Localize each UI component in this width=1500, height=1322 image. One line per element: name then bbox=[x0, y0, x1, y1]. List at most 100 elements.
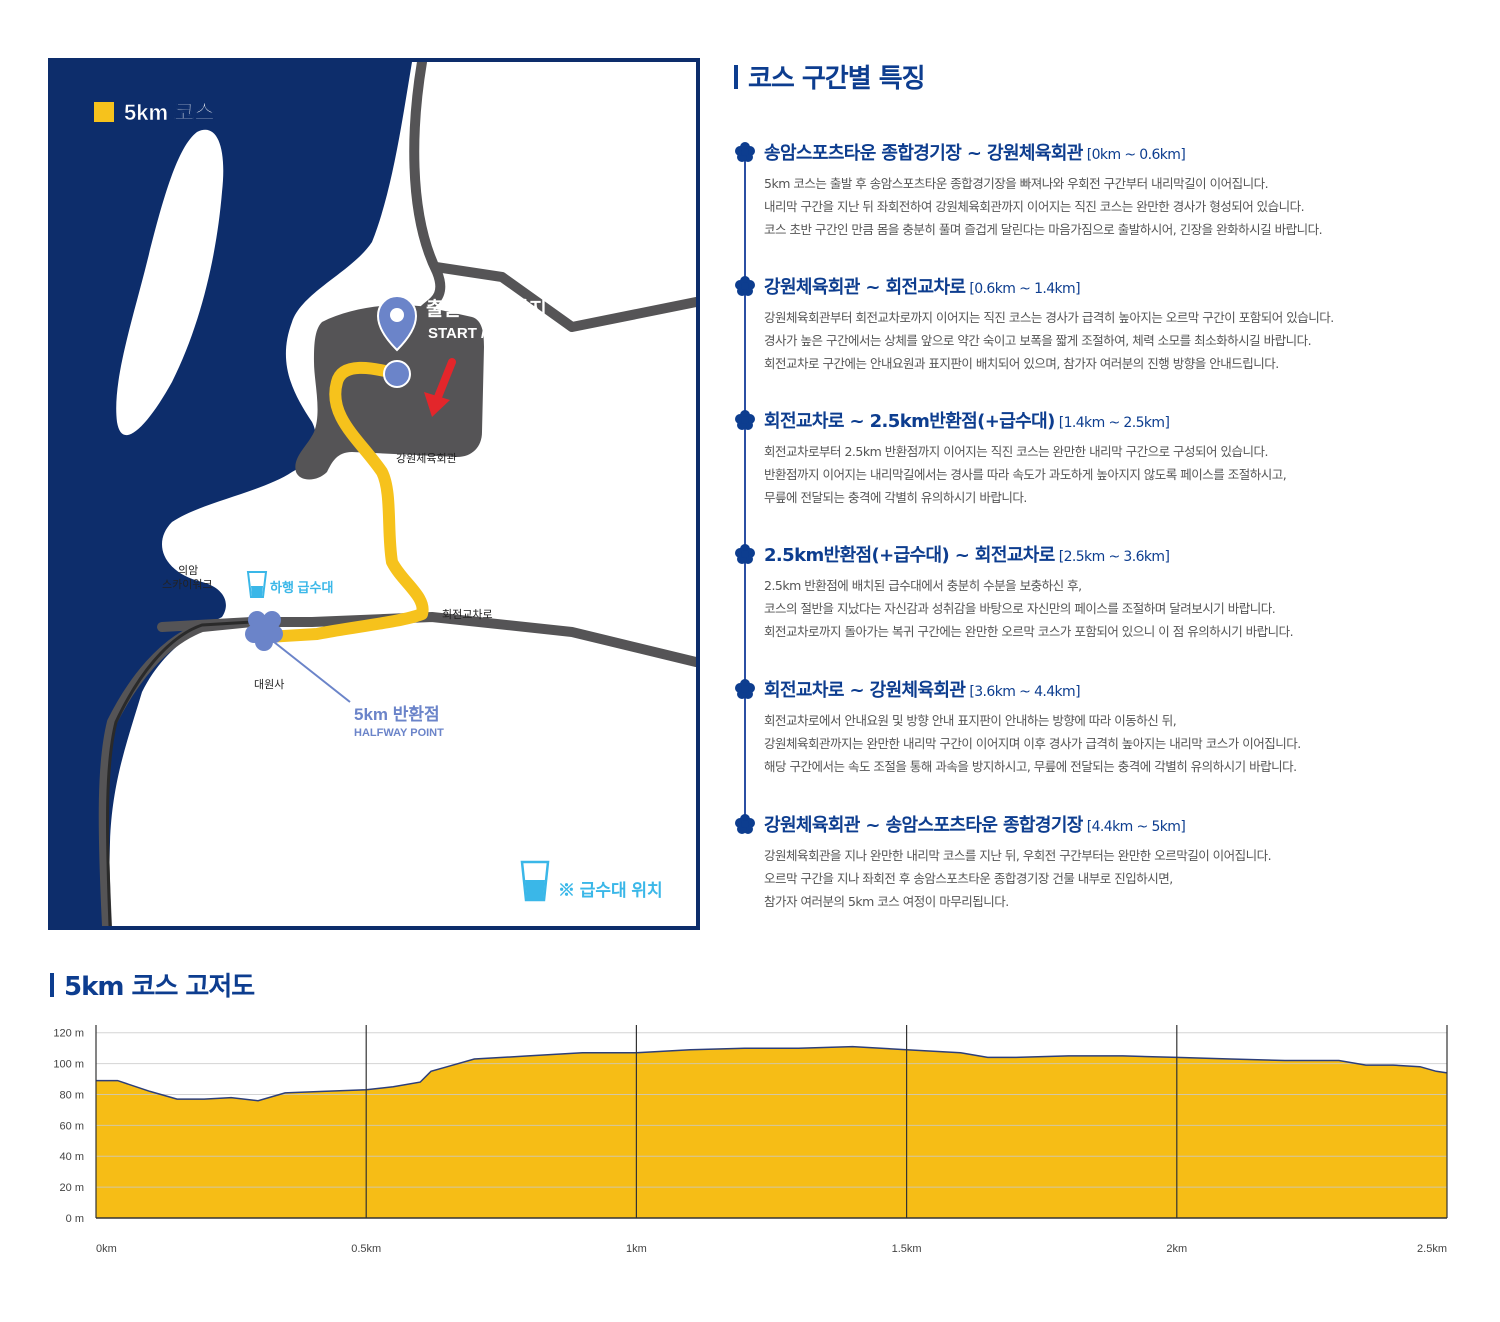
legend-square bbox=[94, 102, 114, 122]
course-route bbox=[261, 361, 429, 643]
segment-title: 송암스포츠타운 종합경기장 ~ 강원체육회관[0km ~ 0.6km] bbox=[764, 143, 1186, 164]
segment-description: 5km 코스는 출발 후 송암스포츠타운 종합경기장을 빠져나와 우회전 구간부… bbox=[764, 172, 1474, 241]
halfway-flower-icon bbox=[245, 611, 283, 651]
x-tick-label: 2km bbox=[1166, 1243, 1187, 1255]
y-tick-label: 120 m bbox=[53, 1028, 84, 1040]
segment-item: 회전교차로 ~ 2.5km반환점(+급수대)[1.4km ~ 2.5km] 회전교… bbox=[734, 406, 1474, 509]
place-daewonsa: 대원사 bbox=[254, 678, 284, 691]
segment-title: 회전교차로 ~ 강원체육회관[3.6km ~ 4.4km] bbox=[764, 680, 1081, 701]
halfway-label: 5km 반환점 bbox=[354, 705, 440, 724]
venue-block bbox=[295, 305, 484, 480]
y-tick-label: 20 m bbox=[60, 1182, 84, 1194]
segment-description-line: 5km 코스는 출발 후 송암스포츠타운 종합경기장을 빠져나와 우회전 구간부… bbox=[764, 176, 1269, 191]
water-station-label: 하행 급수대 bbox=[270, 580, 333, 595]
segment-description-line: 오르막 구간을 지나 좌회전 후 송암스포츠타운 종합경기장 건물 내부로 진입… bbox=[764, 871, 1173, 886]
segment-description-line: 강원체육회관까지는 완만한 내리막 구간이 이어지며 이후 경사가 급격히 높아… bbox=[764, 736, 1301, 751]
segment-description-line: 코스 초반 구간인 만큼 몸을 충분히 풀며 즐겁게 달린다는 마음가짐으로 출… bbox=[764, 222, 1323, 237]
segment-description-line: 무릎에 전달되는 충격에 각별히 유의하시기 바랍니다. bbox=[764, 490, 1027, 505]
flower-icon bbox=[735, 410, 755, 430]
map-canvas: 5km 코스 출발지 / 도착지 START / FINISH 강원체육회관 의… bbox=[52, 62, 696, 926]
place-skywalk-line2: 스카이워크 bbox=[162, 578, 213, 591]
place-skywalk-line1: 의암 bbox=[178, 564, 198, 577]
roads bbox=[98, 62, 696, 926]
timeline-line bbox=[744, 150, 746, 830]
flower-icon bbox=[735, 276, 755, 296]
elevation-line bbox=[96, 1045, 1448, 1102]
halfway-label-en: HALFWAY POINT bbox=[354, 727, 444, 739]
segment-range: [0km ~ 0.6km] bbox=[1086, 147, 1186, 163]
segment-title: 회전교차로 ~ 2.5km반환점(+급수대)[1.4km ~ 2.5km] bbox=[764, 411, 1170, 432]
segment-description-line: 강원체육회관부터 회전교차로까지 이어지는 직진 코스는 경사가 급격히 높아지… bbox=[764, 310, 1334, 325]
segment-header: 2.5km반환점(+급수대) ~ 회전교차로[2.5km ~ 3.6km] bbox=[734, 540, 1474, 568]
x-tick-label: 0.5km bbox=[351, 1243, 381, 1255]
segment-item: 회전교차로 ~ 강원체육회관[3.6km ~ 4.4km] 회전교차로에서 안내요… bbox=[734, 675, 1474, 778]
halfway-leader-line bbox=[273, 641, 351, 703]
segment-header: 회전교차로 ~ 2.5km반환점(+급수대)[1.4km ~ 2.5km] bbox=[734, 406, 1474, 434]
x-tick-label: 0km bbox=[96, 1243, 117, 1255]
start-label-en: START / FINISH bbox=[428, 325, 539, 342]
segment-description: 회전교차로에서 안내요원 및 방향 안내 표지판이 안내하는 방향에 따라 이동… bbox=[764, 709, 1474, 778]
y-tick-label: 80 m bbox=[60, 1089, 84, 1101]
flower-icon bbox=[735, 679, 755, 699]
segment-header: 송암스포츠타운 종합경기장 ~ 강원체육회관[0km ~ 0.6km] bbox=[734, 138, 1474, 166]
segment-description-line: 강원체육회관을 지나 완만한 내리막 코스를 지난 뒤, 우회전 구간부터는 완… bbox=[764, 848, 1272, 863]
segment-range: [1.4km ~ 2.5km] bbox=[1058, 415, 1170, 431]
river-area bbox=[52, 62, 412, 926]
segment-description-line: 2.5km 반환점에 배치된 급수대에서 충분히 수분을 보충하신 후, bbox=[764, 578, 1082, 593]
segment-description-line: 회전교차로 구간에는 안내요원과 표지판이 배치되어 있으며, 참가자 여러분의… bbox=[764, 356, 1279, 371]
segment-item: 강원체육회관 ~ 송암스포츠타운 종합경기장[4.4km ~ 5km] 강원체육회… bbox=[734, 810, 1474, 913]
x-tick-label: 1km bbox=[626, 1243, 647, 1255]
road-outline bbox=[106, 620, 253, 926]
segment-header: 강원체육회관 ~ 회전교차로[0.6km ~ 1.4km] bbox=[734, 272, 1474, 300]
x-tick-label: 2.5km bbox=[1417, 1243, 1447, 1255]
segment-range: [4.4km ~ 5km] bbox=[1086, 819, 1186, 835]
segment-description: 회전교차로부터 2.5km 반환점까지 이어지는 직진 코스는 완만한 내리막 … bbox=[764, 440, 1474, 509]
segment-header: 강원체육회관 ~ 송암스포츠타운 종합경기장[4.4km ~ 5km] bbox=[734, 810, 1474, 838]
segment-header: 회전교차로 ~ 강원체육회관[3.6km ~ 4.4km] bbox=[734, 675, 1474, 703]
segment-description-line: 내리막 구간을 지난 뒤 좌회전하여 강원체육회관까지 이어지는 직진 코스는 … bbox=[764, 199, 1305, 214]
segment-description-line: 경사가 높은 구간에서는 상체를 앞으로 약간 숙이고 보폭을 짧게 조절하여,… bbox=[764, 333, 1312, 348]
segment-item: 강원체육회관 ~ 회전교차로[0.6km ~ 1.4km] 강원체육회관부터 회전… bbox=[734, 272, 1474, 375]
segment-description-line: 회전교차로에서 안내요원 및 방향 안내 표지판이 안내하는 방향에 따라 이동… bbox=[764, 713, 1177, 728]
water-cup-icon bbox=[246, 571, 268, 598]
elevation-area bbox=[96, 1046, 1447, 1218]
start-point bbox=[383, 360, 411, 388]
flower-icon bbox=[735, 544, 755, 564]
title-bar bbox=[50, 972, 54, 997]
segment-item: 2.5km반환점(+급수대) ~ 회전교차로[2.5km ~ 3.6km] 2.5… bbox=[734, 540, 1474, 643]
y-tick-label: 0 m bbox=[66, 1213, 84, 1225]
place-roundabout: 회전교차로 bbox=[442, 608, 493, 621]
flower-icon bbox=[735, 142, 755, 162]
segment-description-line: 반환점까지 이어지는 내리막길에서는 경사를 따라 속도가 과도하게 높아지지 … bbox=[764, 467, 1287, 482]
features-title-text: 코스 구간별 특징 bbox=[748, 64, 926, 94]
location-pin-icon bbox=[376, 294, 418, 352]
x-tick-label: 1.5km bbox=[892, 1243, 922, 1255]
water-legend-label: ※ 급수대 위치 bbox=[558, 881, 663, 900]
segment-description-line: 회전교차로까지 돌아가는 복귀 구간에는 완만한 오르막 코스가 포함되어 있으… bbox=[764, 624, 1294, 639]
legend-label: 5km 코스 bbox=[124, 100, 215, 125]
course-map[interactable]: 5km 코스 출발지 / 도착지 START / FINISH 강원체육회관 의… bbox=[48, 58, 700, 930]
segment-description: 2.5km 반환점에 배치된 급수대에서 충분히 수분을 보충하신 후, 코스의 … bbox=[764, 574, 1474, 643]
place-gangwon-gym: 강원체육회관 bbox=[396, 452, 457, 465]
y-tick-label: 40 m bbox=[60, 1151, 84, 1163]
elevation-title: 5km 코스 고저도 bbox=[50, 966, 255, 1003]
segment-title: 강원체육회관 ~ 회전교차로[0.6km ~ 1.4km] bbox=[764, 277, 1081, 298]
segment-description-line: 회전교차로부터 2.5km 반환점까지 이어지는 직진 코스는 완만한 내리막 … bbox=[764, 444, 1269, 459]
segment-description: 강원체육회관을 지나 완만한 내리막 코스를 지난 뒤, 우회전 구간부터는 완… bbox=[764, 844, 1474, 913]
island bbox=[116, 129, 224, 436]
segment-description-line: 코스의 절반을 지났다는 자신감과 성취감을 바탕으로 자신만의 페이스를 조절… bbox=[764, 601, 1276, 616]
flower-icon bbox=[735, 814, 755, 834]
segment-range: [0.6km ~ 1.4km] bbox=[969, 281, 1080, 297]
segment-item: 송암스포츠타운 종합경기장 ~ 강원체육회관[0km ~ 0.6km] 5km 코… bbox=[734, 138, 1474, 241]
start-label: 출발지 / 도착지 bbox=[426, 298, 547, 320]
elevation-title-text: 5km 코스 고저도 bbox=[64, 972, 255, 1002]
title-bar bbox=[734, 64, 738, 89]
direction-arrow-icon bbox=[424, 358, 456, 417]
water-legend-cup-icon bbox=[520, 860, 550, 902]
segment-range: [3.6km ~ 4.4km] bbox=[969, 684, 1080, 700]
y-tick-label: 60 m bbox=[60, 1120, 84, 1132]
segment-range: [2.5km ~ 3.6km] bbox=[1058, 549, 1170, 565]
segment-title: 2.5km반환점(+급수대) ~ 회전교차로[2.5km ~ 3.6km] bbox=[764, 545, 1170, 566]
segment-description-line: 해당 구간에서는 속도 조절을 통해 과속을 방지하시고, 무릎에 전달되는 충… bbox=[764, 759, 1297, 774]
